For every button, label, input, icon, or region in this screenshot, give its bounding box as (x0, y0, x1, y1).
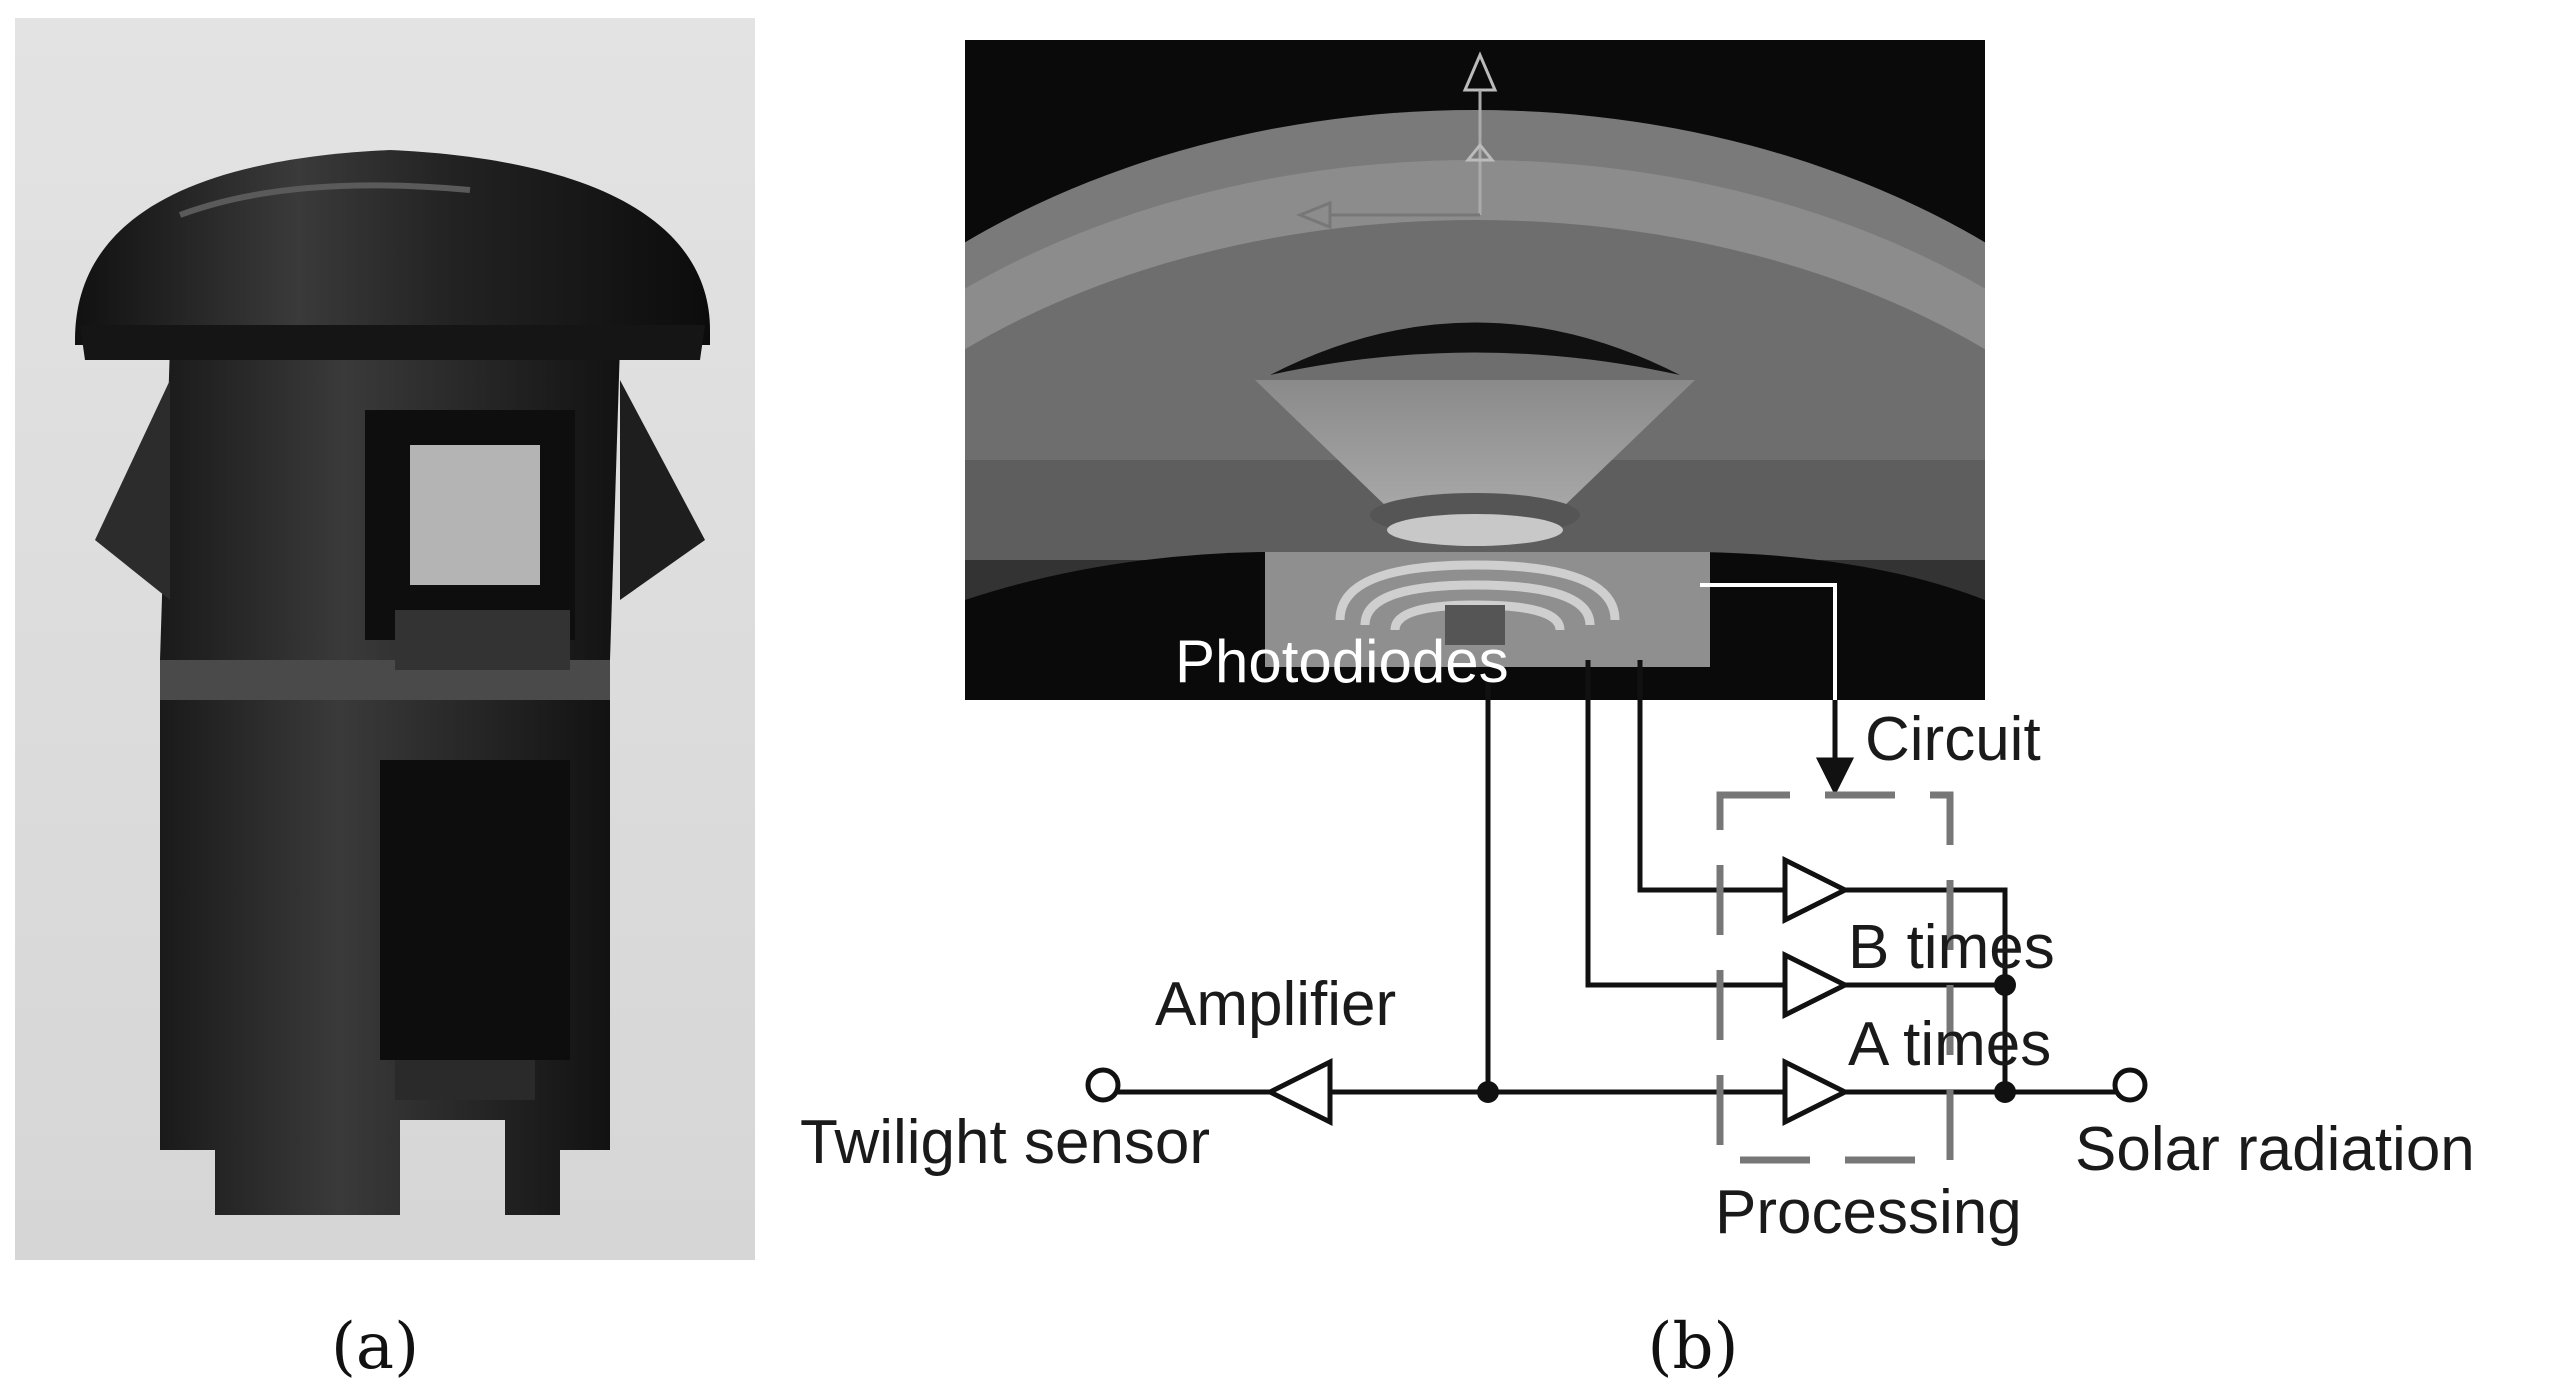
processing-label: Processing (1715, 1178, 2022, 1247)
b-times-label: B times (1848, 913, 2055, 982)
circuit-label: Circuit (1865, 705, 2041, 774)
panel-a-caption: (a) (331, 1310, 419, 1384)
sensor-photo (15, 18, 755, 1260)
a-times-label: A times (1848, 1010, 2051, 1079)
circuit-schematic (1085, 660, 2148, 1164)
twilight-sensor-label: Twilight sensor (800, 1108, 1210, 1177)
panel-b-caption: (b) (1648, 1310, 1739, 1384)
sensor-cross-section (965, 40, 1985, 720)
junction-dots (1477, 974, 2016, 1103)
photodiodes-label: Photodiodes (1175, 628, 1509, 695)
solar-radiation-label: Solar radiation (2075, 1115, 2475, 1184)
amplifier-label: Amplifier (1155, 970, 1396, 1039)
